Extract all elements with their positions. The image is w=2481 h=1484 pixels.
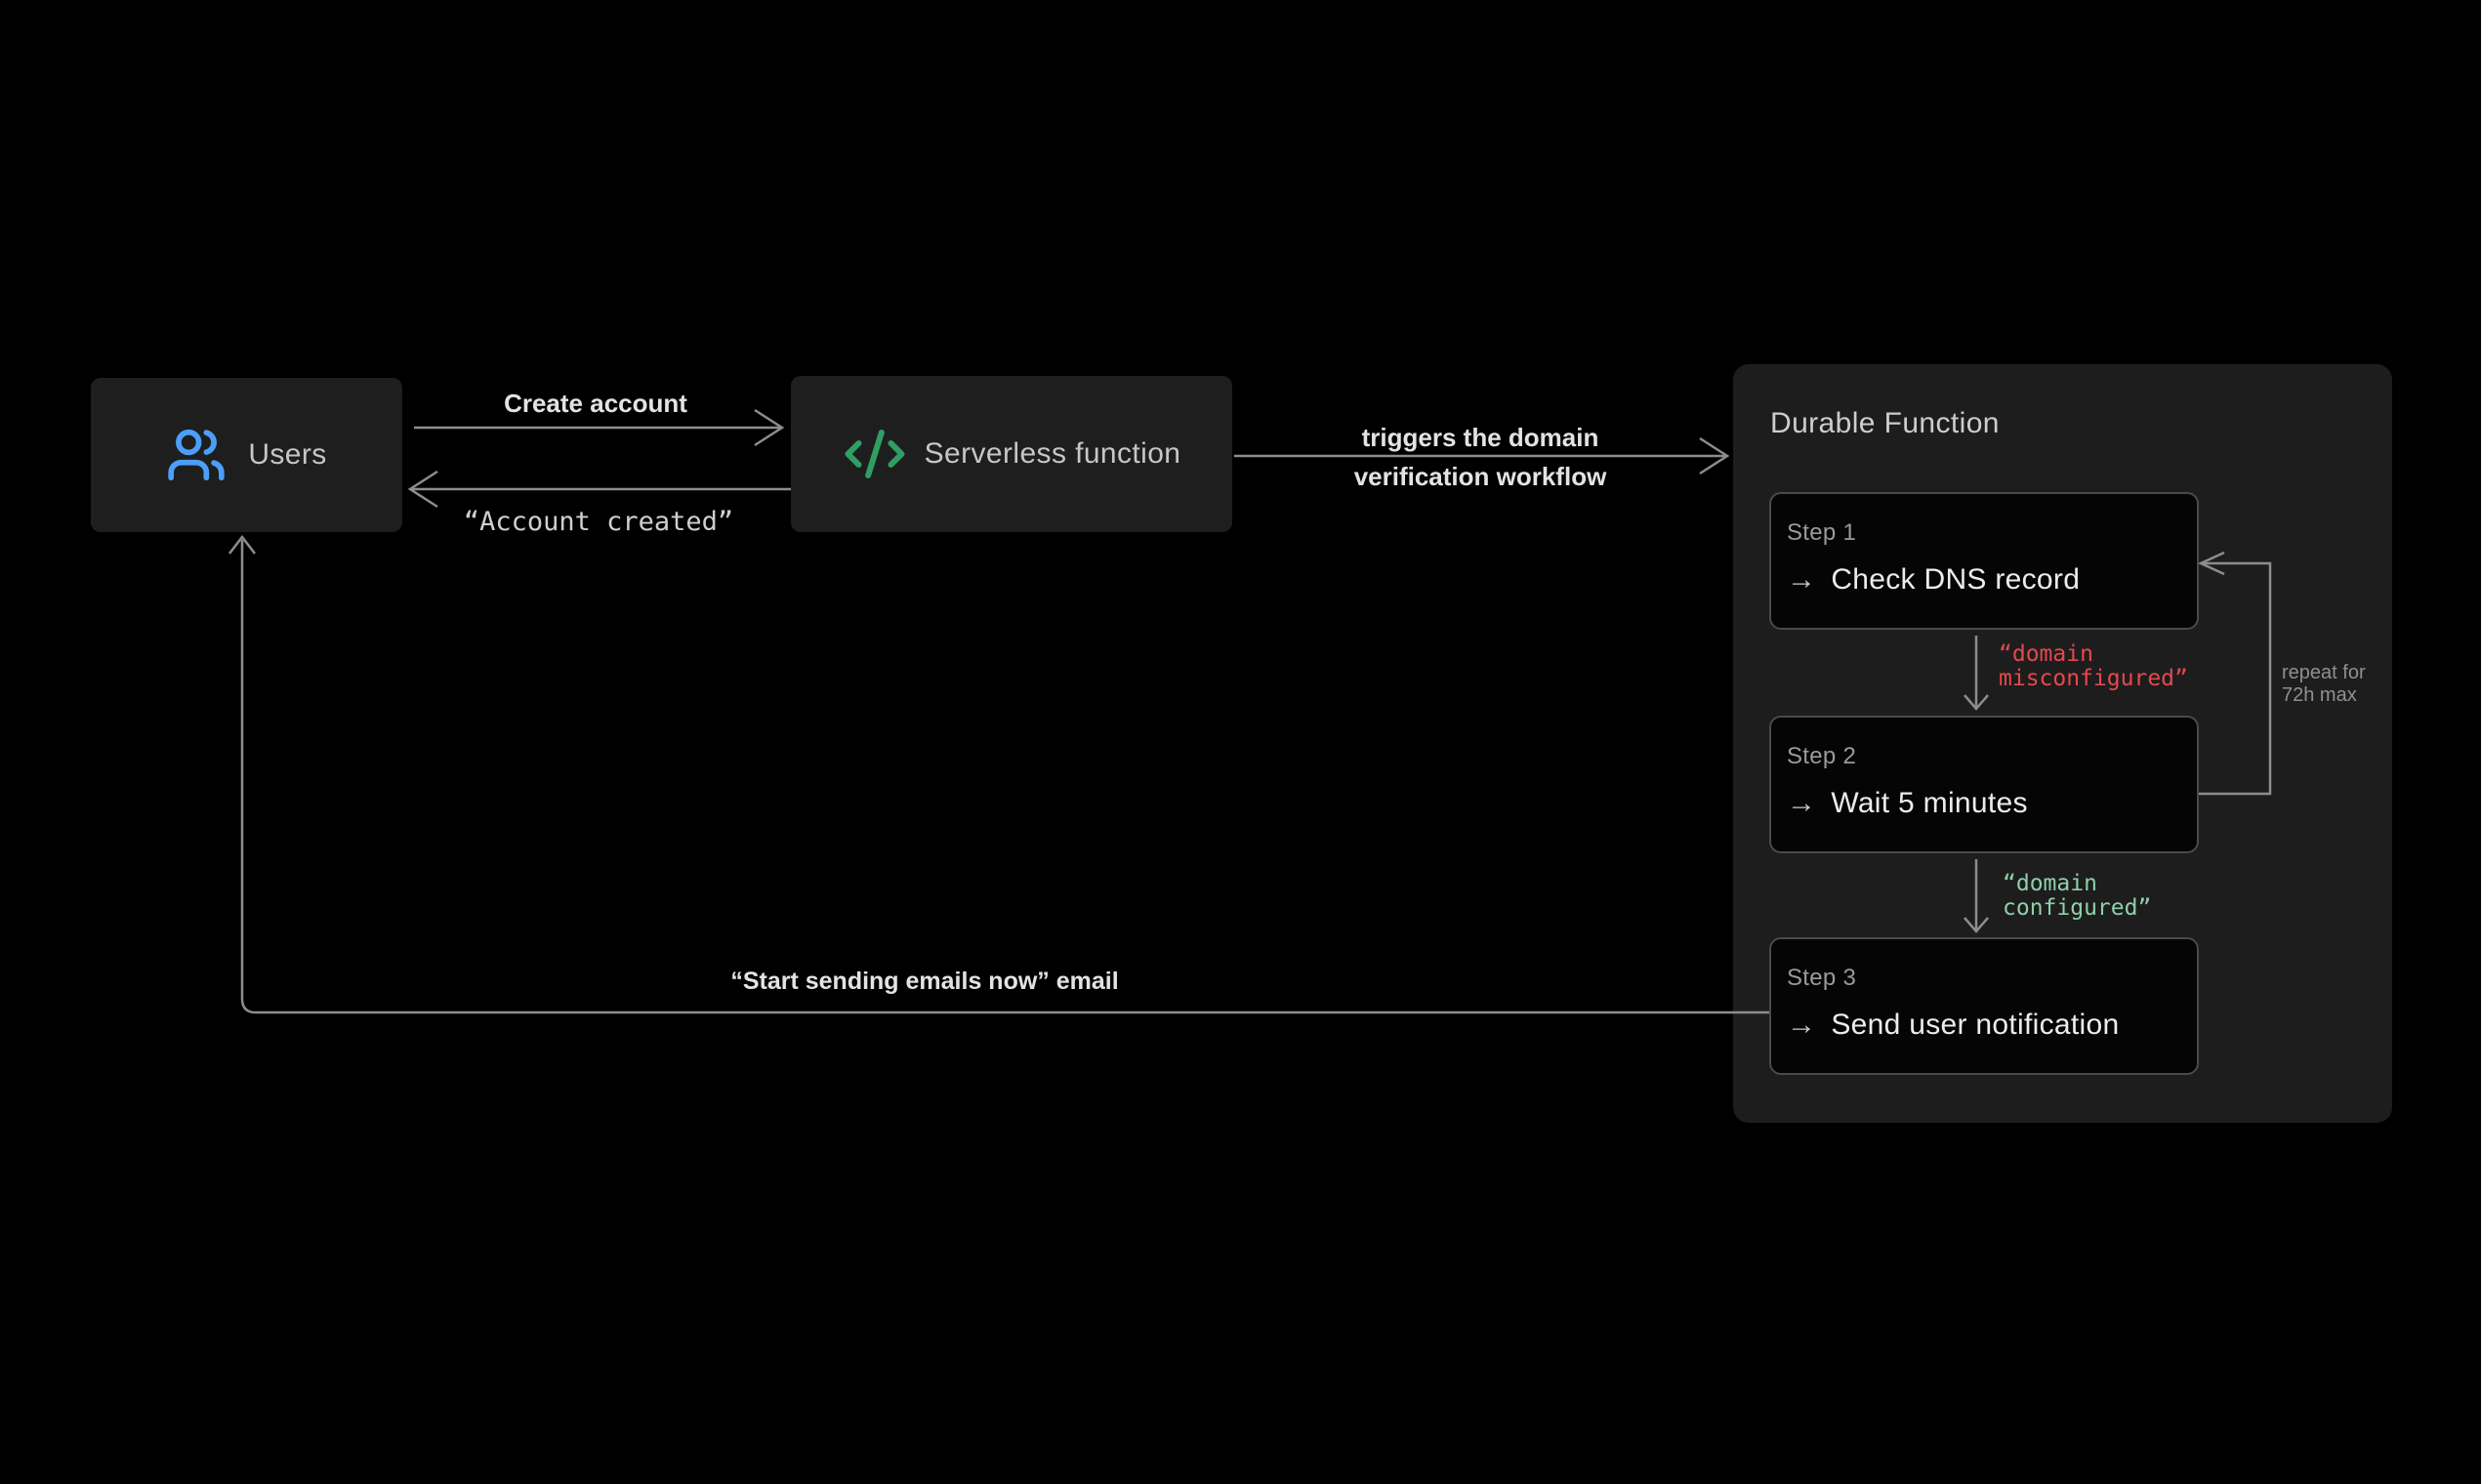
arrow-right-glyph: →: [1787, 786, 1817, 819]
domain-configured-line2: configured”: [2003, 895, 2152, 921]
step-card-2: Step 2 → Wait 5 minutes: [1769, 716, 2199, 853]
serverless-function-node: Serverless function: [791, 376, 1232, 532]
step-3-action-text: Send user notification: [1831, 1008, 2120, 1041]
start-sending-email-edge-label: “Start sending emails now” email: [730, 968, 1119, 995]
domain-configured-edge-label: “domain configured”: [2003, 872, 2151, 921]
repeat-note-label: repeat for 72h max: [2282, 662, 2366, 707]
arrow-right-glyph: →: [1787, 1008, 1817, 1041]
durable-function-title: Durable Function: [1770, 407, 2000, 439]
step-card-1: Step 1 → Check DNS record: [1769, 492, 2199, 630]
account-created-edge-label: “Account created”: [463, 507, 734, 537]
step-2-label: Step 2: [1787, 743, 1857, 769]
durable-function-panel: Durable Function Step 1 → Check DNS reco…: [1733, 364, 2392, 1123]
domain-misconfigured-edge-label: “domain misconfigured”: [1999, 642, 2188, 691]
step-2-action-text: Wait 5 minutes: [1831, 786, 2028, 819]
domain-misconfigured-line2: misconfigured”: [1999, 666, 2188, 691]
edge-notification-arrowhead: [228, 534, 256, 555]
code-icon: [845, 429, 905, 479]
users-icon: [168, 429, 226, 481]
edge-notification-line: [240, 540, 1769, 1014]
domain-misconfigured-line1: “domain: [1999, 641, 2093, 667]
step-3-label: Step 3: [1787, 965, 1857, 991]
triggers-workflow-edge-label: triggers the domain verification workflo…: [1354, 418, 1607, 496]
serverless-function-label: Serverless function: [924, 437, 1181, 470]
arrow-right-glyph: →: [1787, 562, 1817, 596]
users-label: Users: [248, 438, 327, 471]
users-node: Users: [91, 378, 402, 532]
step-1-label: Step 1: [1787, 519, 1857, 546]
edge-triggers-arrowhead: [1699, 436, 1730, 475]
step-card-3: Step 3 → Send user notification: [1769, 937, 2199, 1075]
step-2-action: → Wait 5 minutes: [1787, 787, 2181, 820]
repeat-note-line1: repeat for: [2282, 662, 2366, 683]
edge-account-created-arrowhead: [407, 470, 438, 509]
step-1-action: → Check DNS record: [1787, 563, 2181, 597]
create-account-edge-label: Create account: [504, 389, 687, 418]
triggers-workflow-line2: verification workflow: [1353, 462, 1607, 491]
triggers-workflow-line1: triggers the domain: [1361, 423, 1599, 452]
edge-create-account-arrowhead: [754, 408, 785, 447]
domain-configured-line1: “domain: [2003, 871, 2097, 896]
repeat-note-line2: 72h max: [2282, 684, 2357, 706]
step-3-action: → Send user notification: [1787, 1009, 2181, 1042]
step-1-action-text: Check DNS record: [1831, 562, 2081, 596]
